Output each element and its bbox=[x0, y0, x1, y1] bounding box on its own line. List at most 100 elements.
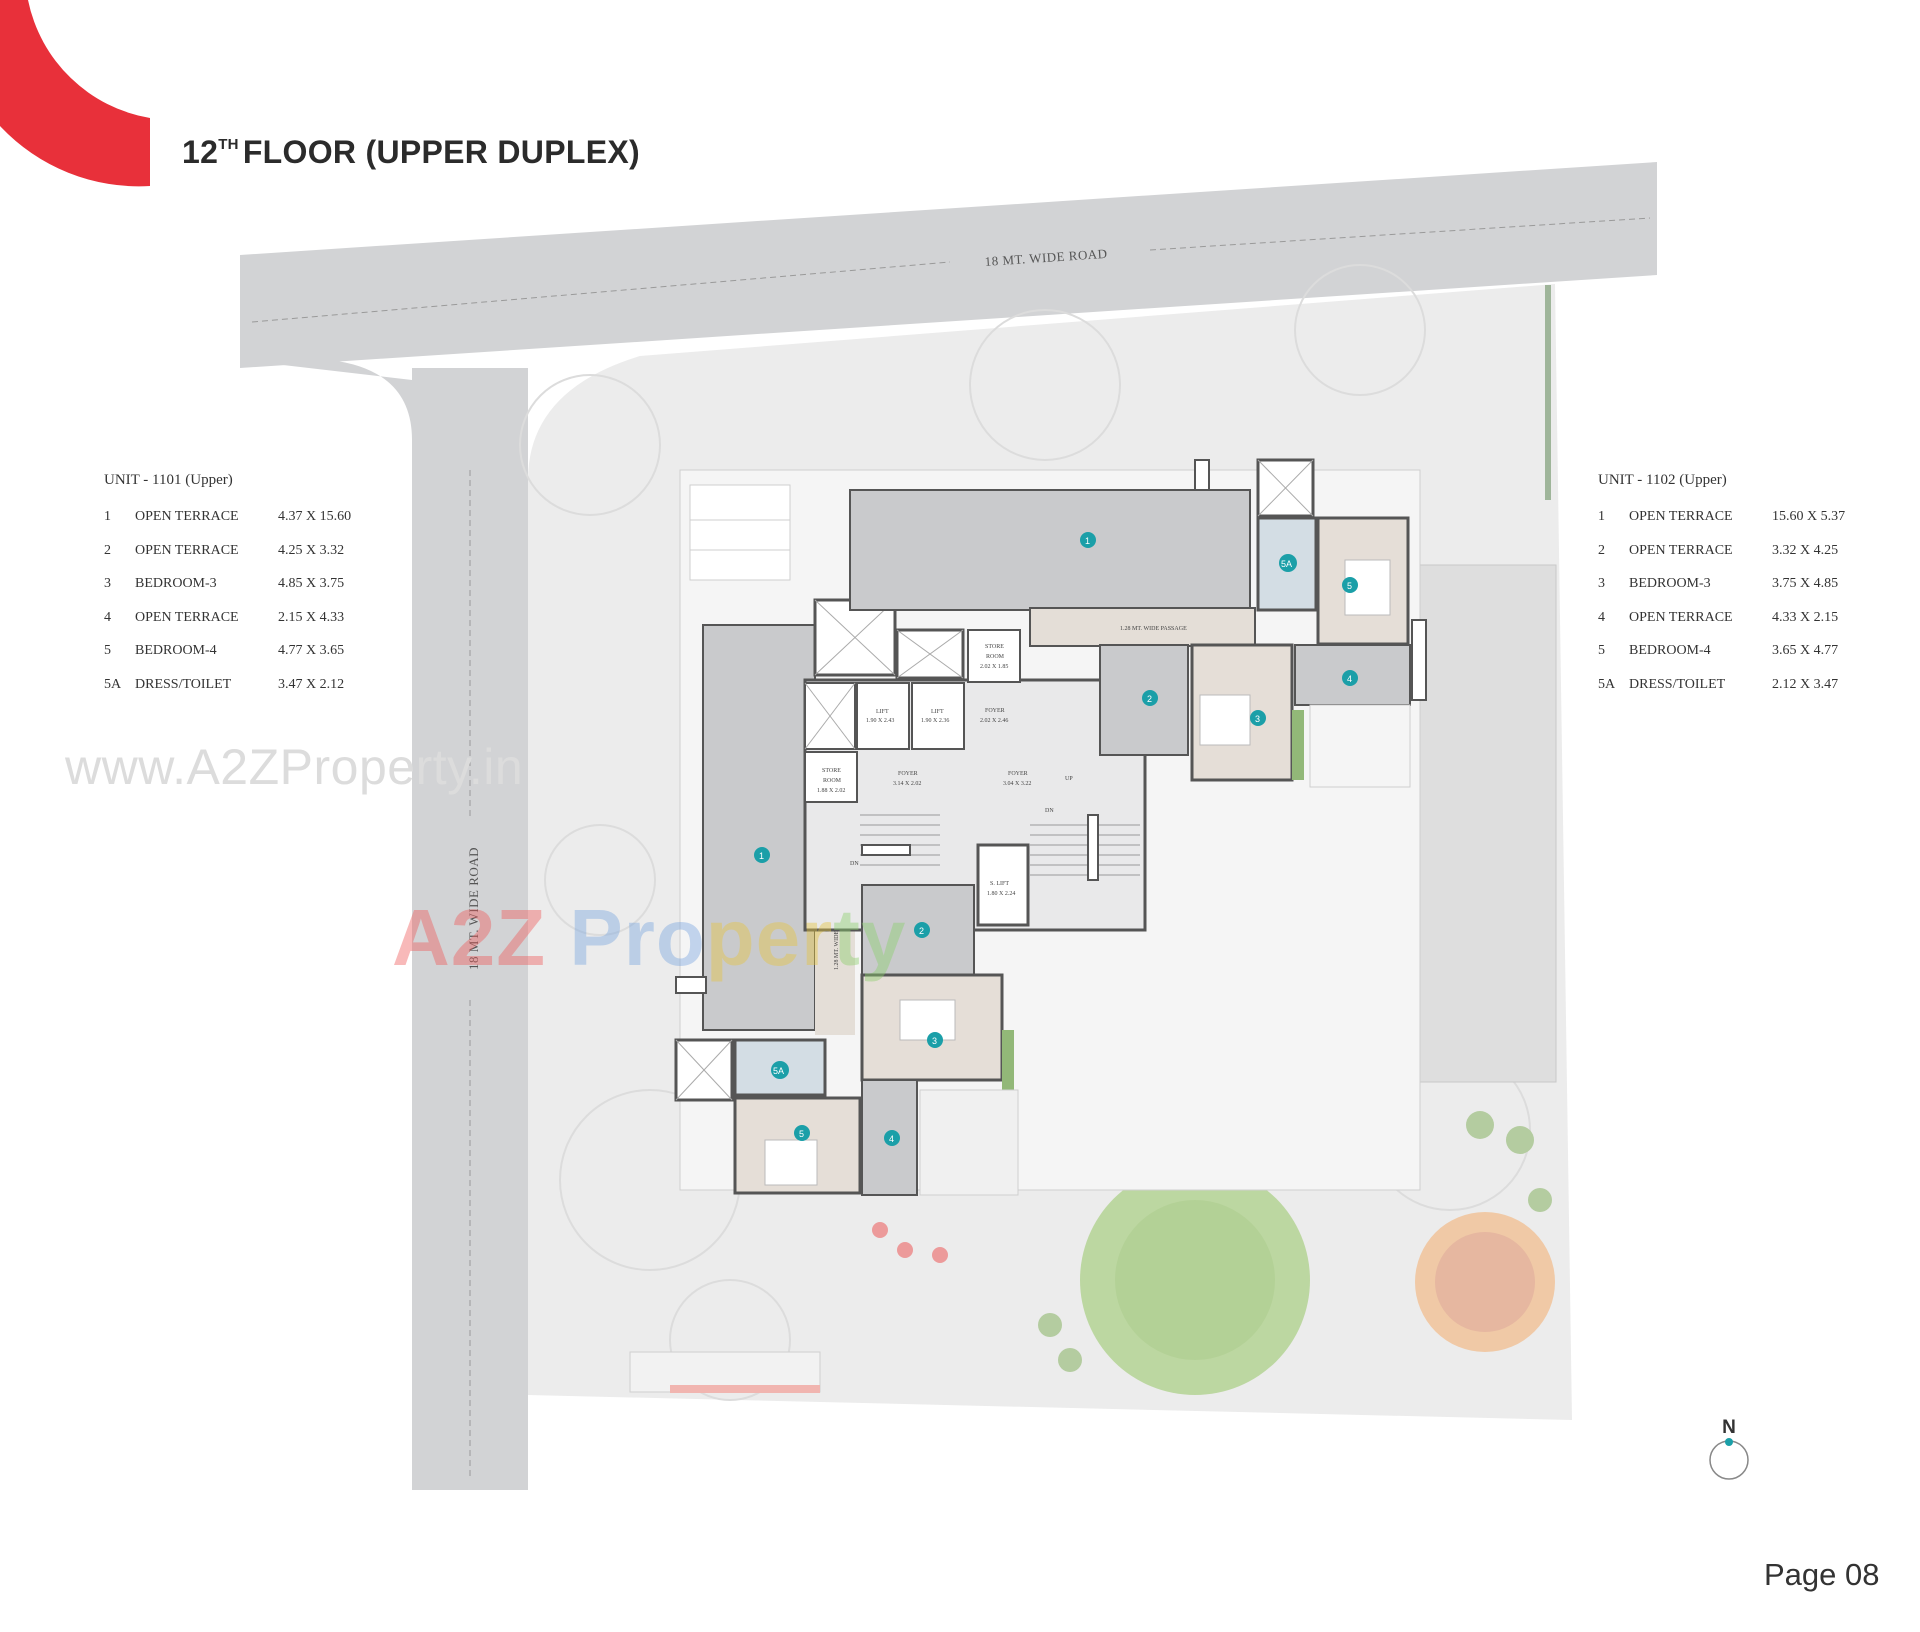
legend-name: BEDROOM-4 bbox=[135, 643, 217, 658]
legend-row: 5 BEDROOM-4 3.65 X 4.77 bbox=[1598, 643, 1845, 677]
lift-2-label: LIFT bbox=[931, 709, 944, 715]
title-rest: FLOOR (UPPER DUPLEX) bbox=[242, 134, 640, 170]
legend-num: 5 bbox=[104, 643, 111, 658]
marker-4-right-label: 4 bbox=[1347, 674, 1352, 684]
marker-2-left bbox=[914, 922, 930, 938]
road-corner bbox=[240, 360, 412, 440]
legend-num: 2 bbox=[104, 542, 111, 558]
legend-num: 5A bbox=[1598, 676, 1616, 692]
legend-name: DRESS/TOILET bbox=[1629, 676, 1726, 692]
legend-name: BEDROOM-3 bbox=[1629, 576, 1711, 591]
title-superscript: TH bbox=[218, 136, 239, 153]
legend-name: OPEN TERRACE bbox=[1629, 542, 1733, 558]
parking-bays bbox=[689, 484, 791, 581]
dn-label-3: DN bbox=[850, 861, 859, 867]
brand-part-2: 2 bbox=[450, 893, 497, 982]
legend-size: 3.47 X 2.12 bbox=[278, 676, 345, 692]
legend-name: BEDROOM-3 bbox=[135, 576, 217, 591]
top-road-centerline bbox=[251, 261, 951, 323]
legend-num: 5A bbox=[104, 676, 122, 692]
marker-4-left bbox=[884, 1130, 900, 1146]
store-room-2-size: 1.88 X 2.02 bbox=[817, 788, 845, 794]
marker-5a-right bbox=[1279, 554, 1297, 572]
legend-num: 3 bbox=[1598, 576, 1605, 591]
legend-size: 15.60 X 5.37 bbox=[1772, 509, 1846, 524]
legend-name: DRESS/TOILET bbox=[135, 676, 232, 692]
legend-name: BEDROOM-4 bbox=[1629, 643, 1711, 658]
legend-row: 5A DRESS/TOILET 3.47 X 2.12 bbox=[104, 677, 351, 711]
marker-4-right bbox=[1342, 670, 1358, 686]
marker-5-right-label: 5 bbox=[1347, 581, 1352, 591]
legend-size: 4.85 X 3.75 bbox=[278, 576, 345, 591]
service-lift-label: S. LIFT bbox=[990, 881, 1009, 887]
store-room-2 bbox=[804, 751, 858, 803]
legend-row: 3 BEDROOM-3 4.85 X 3.75 bbox=[104, 576, 351, 610]
foyer-3-label: FOYER bbox=[1008, 771, 1028, 777]
top-road bbox=[240, 162, 1657, 368]
passage-left-label: 1.28 MT. WIDE PASSAGE bbox=[834, 903, 840, 970]
lift-1-size: 1.90 X 2.43 bbox=[866, 718, 894, 724]
store-room-2-label-b: ROOM bbox=[823, 778, 842, 784]
brand-part-3: Z bbox=[496, 893, 547, 982]
brand-part-6: ty bbox=[833, 893, 907, 982]
brand-part-1: A bbox=[392, 893, 451, 982]
lift-1 bbox=[856, 682, 910, 750]
legend-num: 3 bbox=[104, 576, 111, 591]
marker-5-left bbox=[794, 1125, 810, 1141]
store-room-1-label-b: ROOM bbox=[986, 654, 1005, 660]
store-room-1-size: 2.02 X 1.85 bbox=[980, 664, 1008, 670]
legend-num: 2 bbox=[1598, 542, 1605, 558]
marker-5a-right-label: 5A bbox=[1281, 559, 1292, 569]
brand-watermark-logo: A2Z Property bbox=[392, 892, 906, 984]
legend-num: 1 bbox=[1598, 509, 1605, 524]
brand-part-5: per bbox=[705, 893, 834, 982]
legend-row: 2 OPEN TERRACE 3.32 X 4.25 bbox=[1598, 543, 1845, 577]
marker-5a-left bbox=[771, 1061, 789, 1079]
legend-name: OPEN TERRACE bbox=[135, 609, 239, 625]
service-lift-size: 1.80 X 2.24 bbox=[987, 891, 1015, 897]
marker-5a-left-label: 5A bbox=[773, 1066, 784, 1076]
north-indicator: N bbox=[1707, 1418, 1751, 1487]
legend-name: OPEN TERRACE bbox=[135, 509, 239, 524]
passage-top-label: 1.28 MT. WIDE PASSAGE bbox=[1120, 626, 1187, 632]
north-label: N bbox=[1722, 1417, 1736, 1438]
lift-2-size: 1.90 X 2.36 bbox=[921, 718, 949, 724]
legend-size: 4.25 X 3.32 bbox=[278, 542, 345, 558]
legend-size: 3.75 X 4.85 bbox=[1772, 576, 1839, 591]
legend-num: 4 bbox=[1598, 609, 1605, 625]
legend-size: 3.32 X 4.25 bbox=[1772, 542, 1839, 558]
legend-size: 2.12 X 3.47 bbox=[1772, 676, 1839, 692]
bedroom-3-left bbox=[860, 973, 1004, 1082]
unit-1101-heading: UNIT - 1101 (Upper) bbox=[104, 472, 233, 488]
legend-num: 1 bbox=[104, 509, 111, 524]
legend-size: 4.37 X 15.60 bbox=[278, 509, 352, 524]
marker-5-left-label: 5 bbox=[799, 1129, 804, 1139]
legend-name: OPEN TERRACE bbox=[1629, 609, 1733, 625]
marker-3-right bbox=[1250, 710, 1266, 726]
marker-2-left-label: 2 bbox=[919, 926, 924, 936]
legend-num: 5 bbox=[1598, 643, 1605, 658]
legend-row: 5A DRESS/TOILET 2.12 X 3.47 bbox=[1598, 677, 1845, 711]
foyer-2-size: 3.14 X 2.02 bbox=[893, 781, 921, 787]
legend-name: OPEN TERRACE bbox=[1629, 509, 1733, 524]
store-room-2-label: STORE bbox=[822, 768, 841, 774]
service-lift bbox=[976, 843, 1030, 927]
foyer-1-size: 2.02 X 2.46 bbox=[980, 718, 1008, 724]
legend-row: 1 OPEN TERRACE 15.60 X 5.37 bbox=[1598, 509, 1845, 543]
legend-size: 3.65 X 4.77 bbox=[1772, 643, 1839, 658]
passage-top bbox=[1029, 607, 1256, 647]
page-number: Page 08 bbox=[1764, 1557, 1880, 1592]
brand-part-4: Pro bbox=[569, 893, 706, 982]
terrace-1-left bbox=[702, 624, 816, 1031]
compass-icon bbox=[1709, 1438, 1749, 1480]
marker-2-right-label: 2 bbox=[1147, 694, 1152, 704]
marker-1-left-label: 1 bbox=[759, 851, 764, 861]
legend-row: 1 OPEN TERRACE 4.37 X 15.60 bbox=[104, 509, 351, 543]
legend-num: 4 bbox=[104, 609, 111, 625]
left-road-label: 18 MT. WIDE ROAD bbox=[466, 847, 481, 970]
marker-3-right-label: 3 bbox=[1255, 714, 1260, 724]
